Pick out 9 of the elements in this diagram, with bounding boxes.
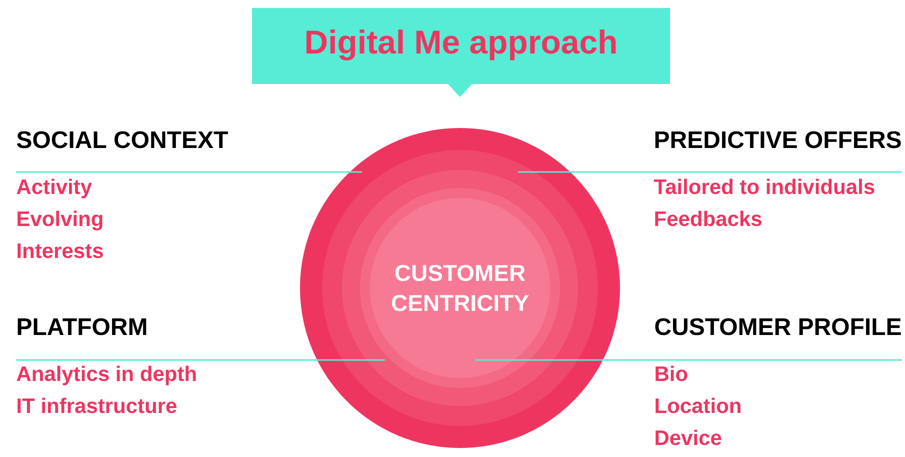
- callout-box: Digital Me approach: [252, 8, 670, 97]
- leader-line: [475, 359, 902, 361]
- leader-line: [16, 359, 385, 361]
- text-group: CUSTOMER PROFILE Bio Location Device: [655, 318, 901, 446]
- leader-line: [518, 171, 902, 173]
- text-group: SOCIAL CONTEXT Activity Evolving Interests: [16, 131, 228, 258]
- leader-line: [16, 171, 362, 173]
- text-group: PLATFORM Analytics in depth IT infrastructure: [16, 318, 196, 414]
- text-group: PREDICTIVE OFFERS Tailored to individuals Feedbacks: [654, 131, 901, 226]
